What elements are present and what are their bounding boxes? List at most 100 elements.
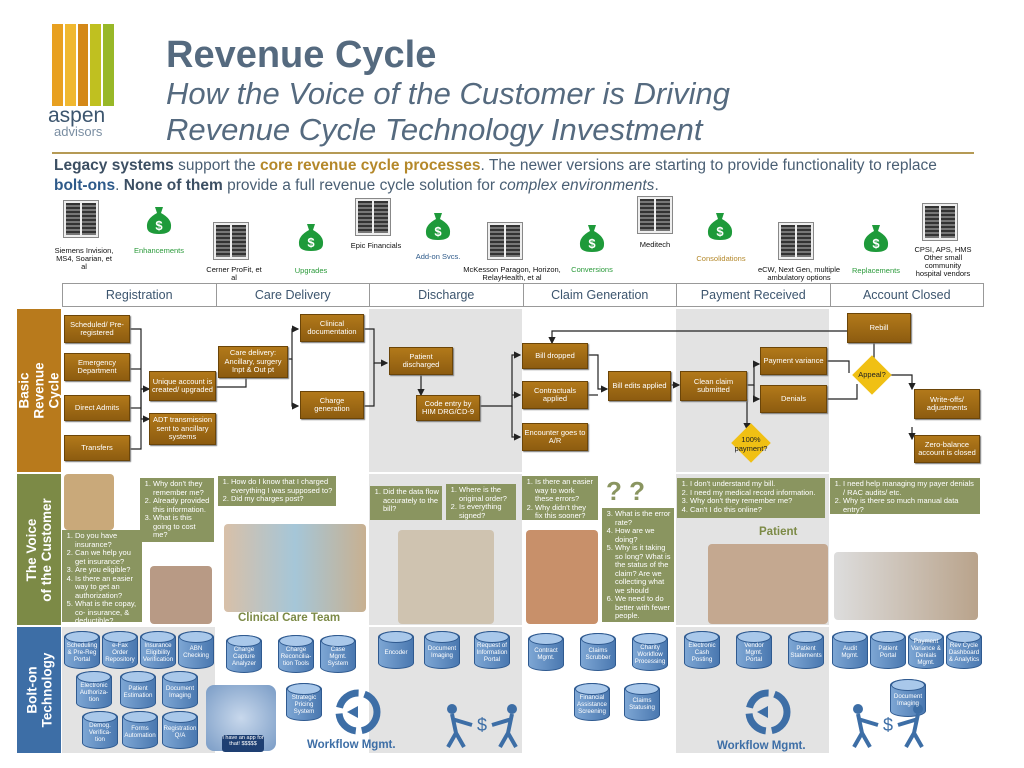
- workflow-label: Workflow Mgmt.: [717, 740, 806, 752]
- server-icon: [213, 222, 249, 260]
- tech-cylinder: Document Imaging: [162, 671, 198, 709]
- workflow-cycle-icon: [335, 689, 381, 735]
- bubble-item: Can we help you get insurance?: [75, 548, 139, 566]
- process-box: Encounter goes to A/R: [522, 423, 588, 451]
- bubble-item: I need help managing my payer denials / …: [843, 479, 977, 497]
- process-column: [369, 309, 522, 472]
- intro-part: .: [115, 177, 124, 194]
- bubble-item: What is the error rate?: [615, 509, 671, 527]
- tug-of-war-icon: $: [446, 704, 518, 748]
- vendor-label: Siemens Invision, MS4, Soarian, et al: [54, 246, 114, 271]
- process-box: Rebill: [847, 313, 911, 343]
- money-bag-icon: $: [863, 225, 889, 252]
- tech-label: Charity Workflow Processing: [634, 643, 666, 665]
- title-rule: [52, 152, 974, 154]
- server-icon: [487, 222, 523, 260]
- money-bag-icon: $: [425, 213, 451, 240]
- svg-text:$: $: [872, 236, 880, 251]
- tech-cylinder: ABN Checking: [178, 631, 214, 669]
- server-icon: [637, 196, 673, 234]
- bubble-item: Is there an easier way to work these err…: [535, 477, 595, 504]
- bubble-item: Do you have insurance?: [75, 531, 139, 549]
- vendor-label: CPSI, APS, HMS Other small community hos…: [914, 245, 972, 278]
- tech-label: Document Imaging: [165, 685, 195, 699]
- tech-cylinder: Request of Information Portal: [474, 631, 510, 669]
- svg-text:$: $: [434, 224, 442, 239]
- process-box: Patient discharged: [389, 347, 453, 375]
- process-box: Scheduled/ Pre-registered: [64, 315, 130, 343]
- tech-cylinder: Payment Variance & Denials Mgmt.: [908, 631, 944, 669]
- tech-area: Scheduling & Pre-Reg Portal e-Fax Order …: [62, 627, 984, 753]
- logo-mark: [52, 24, 114, 106]
- photo-receptionist: [64, 474, 114, 530]
- bubble-item: What is the copay, co- insurance, & dedu…: [75, 599, 139, 626]
- subtitle-line-2: Revenue Cycle Technology Investment: [166, 112, 703, 147]
- tech-label: Insurance Eligibility Verification: [142, 641, 174, 663]
- tech-label: Claims Scrubber: [585, 647, 611, 661]
- tech-label: Charge Reconcilia-tion Tools: [280, 645, 312, 667]
- speech-bubble: What is the error rate?How are we doing?…: [602, 508, 674, 622]
- tech-label: Request of Information Portal: [476, 641, 508, 663]
- process-area: Scheduled/ Pre-registered Emergency Depa…: [62, 309, 984, 472]
- tech-label: e-Fax Order Repository: [105, 641, 135, 663]
- server-icon: [355, 198, 391, 236]
- tech-cylinder: Rev Cycle Dashboard & Analytics: [946, 631, 982, 669]
- bubble-item: How do I know that I charged everything …: [231, 477, 333, 495]
- speech-bubble: I don't understand my bill.I need my med…: [677, 478, 825, 518]
- bubble-item: Why don't they remember me?: [690, 496, 822, 506]
- tech-label: Patient Estimation: [123, 685, 153, 699]
- logo-word-advisors: advisors: [54, 124, 103, 139]
- logo-word-aspen: aspen: [48, 104, 106, 127]
- tech-label: Case Mgmt. System: [327, 645, 349, 667]
- speech-bubble: I need help managing my payer denials / …: [830, 478, 980, 514]
- phase-care-delivery: Care Delivery: [216, 284, 370, 306]
- investment-label: Conversions: [571, 265, 613, 274]
- process-box: ADT transmission sent to ancillary syste…: [149, 413, 216, 445]
- investment-label: Add-on Svcs.: [415, 252, 461, 261]
- server-icon: [778, 222, 814, 260]
- row-label-voice-line1: The Voice: [24, 518, 40, 581]
- intro-core: core revenue cycle processes: [259, 157, 481, 174]
- bubble-item: Is there an easier way to get an authori…: [75, 574, 139, 601]
- row-label-process: The Basic Revenue Cycle Process: [2, 309, 77, 472]
- tech-cylinder: Insurance Eligibility Verification: [140, 631, 176, 669]
- phase-registration: Registration: [63, 284, 217, 306]
- tech-label: Payment Variance & Denials Mgmt.: [911, 638, 941, 666]
- bubble-item: Where is the original order?: [459, 485, 513, 503]
- speech-bubble: Did the data flow accurately to the bill…: [370, 486, 442, 520]
- speech-bubble: How do I know that I charged everything …: [218, 476, 336, 506]
- tech-cylinder: Forms Automation: [122, 711, 158, 749]
- workflow-label: Workflow Mgmt.: [307, 739, 396, 751]
- tech-cylinder: Patient Portal: [870, 631, 906, 669]
- tech-label: Patient Portal: [878, 645, 898, 659]
- process-box: Write-offs/ adjustments: [914, 389, 980, 419]
- svg-text:$: $: [155, 218, 163, 233]
- intro-part: provide a full revenue cycle solution fo…: [222, 177, 500, 194]
- process-box: Transfers: [64, 435, 130, 461]
- decision-label: 100% payment?: [734, 435, 768, 453]
- tech-cylinder: Patient Estimation: [120, 671, 156, 709]
- phase-payment-received: Payment Received: [677, 284, 831, 306]
- svg-text:$: $: [307, 235, 315, 250]
- row-label-tech-line1: Bolt-on: [24, 666, 40, 714]
- investment-label: Upgrades: [294, 266, 328, 275]
- intro-part: support the: [173, 157, 260, 174]
- phase-account-closed: Account Closed: [830, 284, 983, 306]
- bubble-item: Why is it taking so long? What is the st…: [615, 543, 671, 595]
- workflow-cycle-icon: [745, 689, 791, 735]
- process-box: Payment variance: [760, 347, 827, 375]
- tech-cylinder: Charge Reconcilia-tion Tools: [278, 635, 314, 673]
- process-box: Clinical documentation: [300, 314, 364, 342]
- money-bag-icon: $: [146, 207, 172, 234]
- tech-cylinder: Encoder: [378, 631, 414, 669]
- process-box: Emergency Department: [64, 353, 130, 381]
- bubble-item: Can't I do this online?: [690, 505, 822, 515]
- tech-cylinder: Electronic Cash Posting: [684, 631, 720, 669]
- investment-label: Consolidations: [696, 254, 746, 263]
- tech-label: Charge Capture Analyzer: [231, 645, 257, 667]
- tech-cylinder: Strategic Pricing System: [286, 683, 322, 721]
- tech-label: Financial Assistance Screening: [577, 693, 607, 715]
- app-sign: I have an app for that! $$$$$: [222, 735, 264, 752]
- row-label-voice-line2: of the Customer: [39, 497, 55, 602]
